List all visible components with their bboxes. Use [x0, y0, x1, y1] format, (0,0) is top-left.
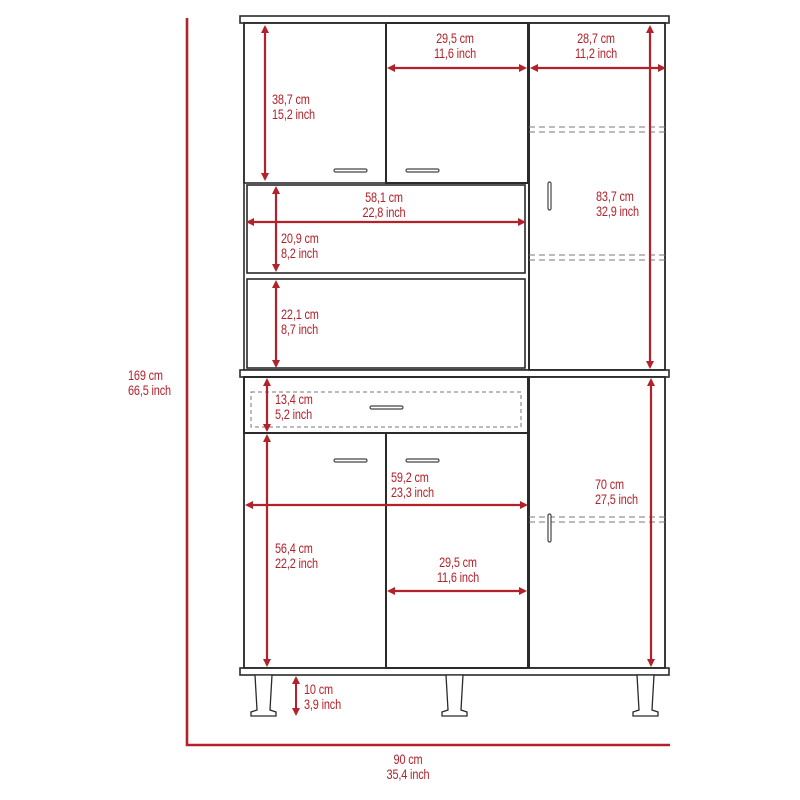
- label-lower-middle-door-width: 29,5 cm 11,6 inch: [427, 555, 489, 585]
- upper-right-door-width-inch: 11,2 inch: [574, 45, 618, 61]
- label-upper-middle-door-width: 29,5 cm 11,6 inch: [424, 31, 486, 61]
- label-upper-left-door-height: 38,7 cm 15,2 inch: [272, 92, 315, 122]
- label-open-shelf-1-height: 20,9 cm 8,2 inch: [281, 231, 319, 261]
- upper-right-door-height-inch: 32,9 inch: [596, 203, 639, 219]
- lower-left-door-height-inch: 22,2 inch: [275, 555, 318, 571]
- overall-height-line: [185, 18, 670, 747]
- handle-drawer: [369, 405, 404, 410]
- overall-width-inch: 35,4 inch: [386, 766, 430, 782]
- leg-right: [632, 674, 659, 717]
- label-lower-right-door-height: 70 cm 27,5 inch: [595, 477, 638, 507]
- bottom-board: [239, 667, 670, 676]
- dimension-lines: [185, 18, 670, 747]
- lower-right-door-height-cm: 70 cm: [595, 476, 624, 492]
- open-shelf-2: [246, 278, 526, 369]
- open-shelf-1: [246, 184, 526, 274]
- leg-left: [250, 674, 277, 717]
- handle-lower-middle: [405, 458, 440, 463]
- handles: [333, 168, 552, 543]
- open-shelf-2-height-inch: 8,7 inch: [281, 321, 319, 337]
- label-overall-height: 169 cm 66,5 inch: [128, 368, 171, 398]
- handle-upper-left: [333, 168, 368, 173]
- upper-left-door-height-cm: 38,7 cm: [272, 91, 310, 107]
- upper-left-door-height-inch: 15,2 inch: [272, 106, 315, 122]
- handle-upper-middle: [405, 168, 440, 173]
- handle-lower-right: [547, 513, 552, 543]
- open-shelf-width-cm: 58,1 cm: [365, 189, 403, 205]
- open-shelf-1-height-inch: 8,2 inch: [281, 245, 319, 261]
- overall-height-inch: 66,5 inch: [128, 382, 171, 398]
- upper-middle-door-width-inch: 11,6 inch: [433, 45, 477, 61]
- drawer-height-cm: 13,4 cm: [275, 391, 313, 407]
- overall-width-cm: 90 cm: [393, 751, 423, 767]
- label-drawer-height: 13,4 cm 5,2 inch: [275, 392, 313, 422]
- leg-height-cm: 10 cm: [304, 681, 333, 697]
- label-leg-height: 10 cm 3,9 inch: [304, 682, 341, 712]
- label-open-shelf-width: 58,1 cm 22,8 inch: [353, 190, 415, 220]
- label-upper-right-door-height: 83,7 cm 32,9 inch: [596, 189, 639, 219]
- upper-right-door-width-cm: 28,7 cm: [577, 30, 615, 46]
- handle-upper-right: [547, 181, 552, 211]
- label-overall-width: 90 cm 35,4 inch: [377, 752, 439, 782]
- handle-lower-left: [333, 458, 368, 463]
- leg-height-inch: 3,9 inch: [304, 696, 342, 712]
- open-shelf-2-height-cm: 22,1 cm: [281, 306, 319, 322]
- legs: [250, 674, 659, 717]
- open-shelf-1-height-cm: 20,9 cm: [281, 230, 319, 246]
- drawer-inner-dashed: [250, 391, 522, 428]
- lower-middle-door-width-cm: 29,5 cm: [439, 554, 477, 570]
- label-open-shelf-2-height: 22,1 cm 8,7 inch: [281, 307, 319, 337]
- drawer-height-inch: 5,2 inch: [275, 406, 313, 422]
- label-upper-right-door-width: 28,7 cm 11,2 inch: [565, 31, 627, 61]
- lower-width-cm: 59,2 cm: [391, 469, 429, 485]
- lower-right-door-height-inch: 27,5 inch: [595, 491, 638, 507]
- label-lower-left-door-height: 56,4 cm 22,2 inch: [275, 541, 318, 571]
- open-shelf-width-inch: 22,8 inch: [362, 204, 406, 220]
- middle-board: [239, 369, 670, 378]
- upper-middle-door-width-cm: 29,5 cm: [436, 30, 474, 46]
- leg-middle: [441, 674, 468, 717]
- label-lower-width: 59,2 cm 23,3 inch: [391, 470, 434, 500]
- overall-height-cm: 169 cm: [128, 367, 163, 383]
- lower-middle-door-width-inch: 11,6 inch: [436, 569, 480, 585]
- top-board: [239, 15, 670, 24]
- lower-width-inch: 23,3 inch: [391, 484, 434, 500]
- internal-shelves: [529, 126, 665, 523]
- upper-right-door-height-cm: 83,7 cm: [596, 188, 634, 204]
- lower-left-door-height-cm: 56,4 cm: [275, 540, 313, 556]
